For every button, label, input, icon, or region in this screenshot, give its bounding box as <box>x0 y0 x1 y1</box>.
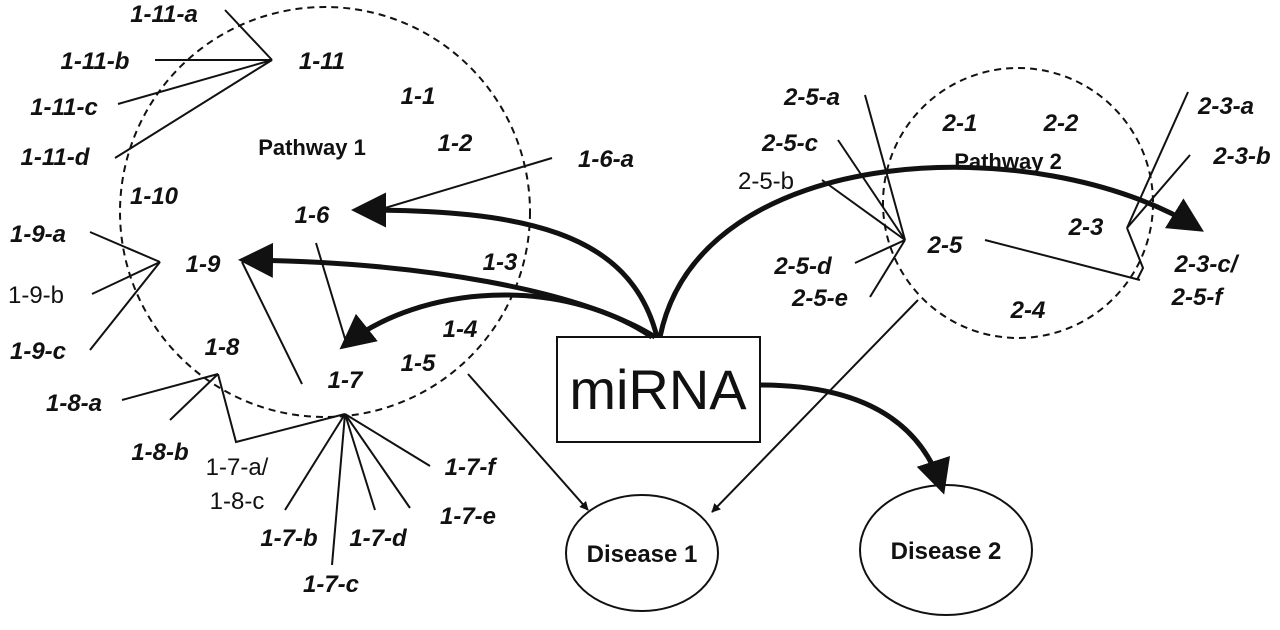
node-1-7: 1-7 <box>327 367 363 394</box>
node-1-7-a: 1-7-a/ <box>205 454 269 481</box>
node-2-4: 2-4 <box>1010 297 1046 324</box>
pathway-2-title: Pathway 2 <box>954 149 1062 174</box>
edge-1-6-to-1-7 <box>315 242 347 343</box>
node-2-5-b: 2-5-b <box>737 168 795 195</box>
edges-2-5 <box>821 94 906 298</box>
arrow-mirna-to-disease-2 <box>759 382 951 495</box>
edges-2-3 <box>1126 91 1191 281</box>
node-1-8-a: 1-8-a <box>45 390 103 417</box>
node-1-7-d: 1-7-d <box>349 525 407 552</box>
node-1-6-a: 1-6-a <box>577 146 635 173</box>
arrow-mirna-to-1-6 <box>351 192 660 338</box>
node-2-3-c: 2-3-c/ <box>1174 251 1238 278</box>
node-1-4: 1-4 <box>442 316 478 343</box>
node-2-5-e: 2-5-e <box>791 285 849 312</box>
node-1-8-c: 1-8-c <box>209 488 265 515</box>
node-1-9-c: 1-9-c <box>9 338 67 365</box>
node-2-5-d: 2-5-d <box>774 253 832 280</box>
node-1-10: 1-10 <box>129 183 179 210</box>
node-1-11: 1-11 <box>298 48 346 75</box>
node-2-2: 2-2 <box>1043 110 1079 137</box>
node-1-9: 1-9 <box>185 251 221 278</box>
node-1-3: 1-3 <box>482 249 518 276</box>
node-1-2: 1-2 <box>437 130 473 157</box>
node-1-8-b: 1-8-b <box>131 439 189 466</box>
arrow-mirna-to-1-7 <box>339 292 654 350</box>
node-2-3-b: 2-3-b <box>1213 143 1271 170</box>
node-1-7-e: 1-7-e <box>439 503 497 530</box>
pathway-1-title: Pathway 1 <box>258 135 366 160</box>
edge-2-5-to-2-3 <box>984 239 1141 281</box>
disease-1-label: Disease 1 <box>586 541 698 568</box>
mirna-arrows <box>238 164 1204 495</box>
edge-1-5-to-disease-1 <box>467 373 589 511</box>
node-2-5: 2-5 <box>927 232 963 259</box>
edges-1-7 <box>284 413 431 566</box>
node-1-11-d: 1-11-d <box>20 144 90 171</box>
node-1-1: 1-1 <box>400 83 436 110</box>
edges-1-8 <box>121 373 346 444</box>
node-1-11-b: 1-11-b <box>60 48 130 75</box>
edge-1-9-to-1-7 <box>241 261 303 385</box>
mirna-box <box>556 336 761 443</box>
node-2-3: 2-3 <box>1068 214 1104 241</box>
edges-1-9 <box>89 231 161 351</box>
node-1-9-b: 1-9-b <box>7 282 65 309</box>
edge-2-4-to-disease-1 <box>711 299 919 513</box>
node-1-11-a: 1-11-a <box>130 1 198 28</box>
node-1-8: 1-8 <box>204 334 240 361</box>
arrow-mirna-to-2-3 <box>657 164 1204 338</box>
node-1-7-f: 1-7-f <box>444 454 496 481</box>
disease-1-ellipse <box>565 494 719 612</box>
edge-1-6-a-to-1-6 <box>364 157 553 215</box>
disease-2-label: Disease 2 <box>890 538 1002 565</box>
node-1-7-b: 1-7-b <box>260 525 318 552</box>
node-2-1: 2-1 <box>942 110 978 137</box>
node-1-5: 1-5 <box>400 350 436 377</box>
mirna-label: miRNA <box>569 358 747 421</box>
node-1-6: 1-6 <box>294 202 330 229</box>
pathway-1-circle <box>119 6 531 418</box>
node-2-3-a: 2-3-a <box>1197 93 1255 120</box>
edges-1-11 <box>114 9 273 159</box>
node-1-9-a: 1-9-a <box>9 221 67 248</box>
node-2-5-a: 2-5-a <box>783 84 841 111</box>
node-2-5-f: 2-5-f <box>1171 284 1223 311</box>
node-1-11-c: 1-11-c <box>30 94 98 121</box>
node-1-7-c: 1-7-c <box>302 571 360 598</box>
node-2-5-c: 2-5-c <box>761 130 819 157</box>
